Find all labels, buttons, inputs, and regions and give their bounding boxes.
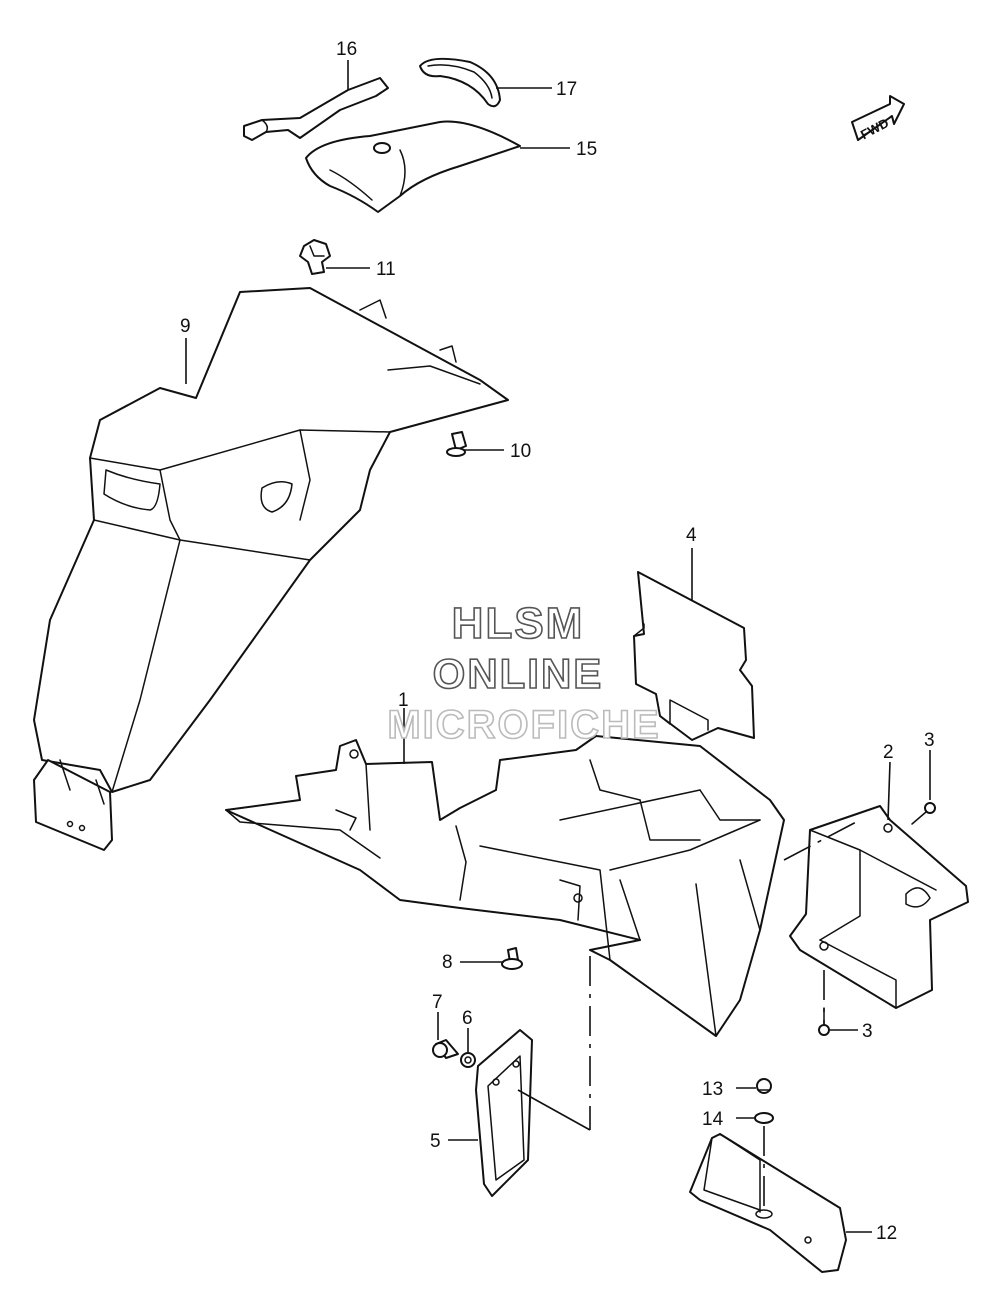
callout-14: 14 [702,1109,724,1130]
callout-12: 12 [876,1223,897,1244]
callout-5: 5 [430,1131,441,1152]
part-13-bolt[interactable] [756,1078,772,1094]
part-10-bolt[interactable] [446,431,467,457]
part-16-strap[interactable] [243,77,389,141]
callout-16: 16 [336,39,357,60]
part-4-cover-plate[interactable] [633,571,755,741]
callout-15: 15 [576,139,597,160]
part-17-band[interactable] [419,57,501,108]
watermark-line-1: HLSM [452,599,585,648]
callout-3-upper: 3 [924,730,935,751]
part-3-screw-upper[interactable] [911,802,936,825]
part-9-rear-fender[interactable] [33,287,509,851]
callout-13: 13 [702,1079,723,1100]
part-5-bracket[interactable] [475,1029,533,1197]
watermark: HLSM ONLINE MICROFICHE [387,598,660,748]
callout-10: 10 [510,441,531,462]
callout-9: 9 [180,316,191,337]
part-14-washer[interactable] [754,1112,774,1124]
forward-arrow-icon [851,95,905,141]
callout-11: 11 [376,259,396,280]
part-8-bolt[interactable] [501,947,523,970]
callout-4: 4 [686,525,697,546]
part-15-tool-bag[interactable] [305,120,521,213]
fwd-direction-badge: FWD [851,95,905,142]
watermark-line-2: ONLINE [433,650,604,697]
callout-6: 6 [462,1008,473,1029]
part-1-rear-under-tray[interactable] [225,735,785,1037]
part-12-mud-guard[interactable] [689,1133,847,1273]
callout-3-lower: 3 [862,1021,873,1042]
part-7-bolt[interactable] [432,1039,459,1059]
callout-8: 8 [442,952,453,973]
callout-labels: 16 17 15 11 9 10 4 1 3 2 8 7 6 3 13 14 5… [180,39,935,1244]
part-6-nut[interactable] [460,1052,476,1068]
callout-17: 17 [556,79,577,100]
part-2-side-bracket[interactable] [789,805,969,1009]
connection-lines [185,60,931,1233]
callout-7: 7 [432,992,443,1013]
callout-2: 2 [883,742,894,763]
watermark-line-3: MICROFICHE [387,703,660,747]
callout-1: 1 [398,690,409,711]
part-3-screw-lower[interactable] [818,1007,830,1036]
part-11-clip[interactable] [299,239,331,275]
